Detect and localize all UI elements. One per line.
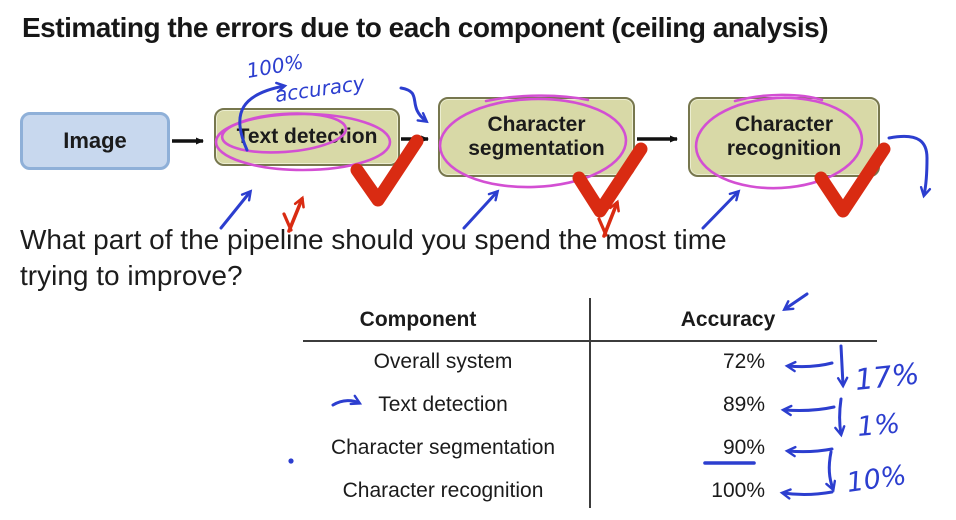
handwriting-delta-1: 1%	[856, 408, 901, 443]
blue-arrow-accuracy-header-icon	[782, 292, 809, 311]
table-header-rule	[303, 340, 877, 342]
question-line-1: What part of the pipeline should you spe…	[20, 224, 727, 255]
table-row-component-character-segmentation: Character segmentation	[330, 436, 556, 459]
handwriting-accuracy-note-word: accuracy	[273, 70, 367, 106]
blue-left-arrow-row-72-icon	[784, 360, 834, 373]
question-line-2: trying to improve?	[20, 260, 243, 291]
blue-left-arrow-row-100-icon	[779, 488, 834, 500]
handwriting-accuracy-note-value: 100%	[245, 49, 305, 83]
blue-stray-dot-icon	[288, 458, 294, 464]
question-text: What part of the pipeline should you spe…	[20, 222, 920, 294]
stage-label-character-recognition: Character recognition	[726, 113, 842, 160]
blue-down-arrow-delta-1-icon	[834, 397, 846, 438]
blue-left-arrow-row-90-icon	[784, 445, 834, 458]
table-row-accuracy-overall-system: 72%	[722, 350, 765, 373]
blue-hook-arrow-right-icon	[887, 134, 932, 199]
handwriting-delta-10: 10%	[845, 460, 909, 499]
table-row-accuracy-text-detection: 89%	[722, 393, 765, 416]
stage-label-image: Image	[63, 127, 127, 153]
table-row-accuracy-character-segmentation: 90%	[722, 436, 765, 459]
table-header-accuracy: Accuracy	[680, 308, 776, 331]
table-row-component-overall-system: Overall system	[373, 350, 513, 373]
slide-title: Estimating the errors due to each compon…	[22, 12, 829, 43]
stage-label-text-detection: Text detection	[236, 125, 378, 149]
table-row-component-character-recognition: Character recognition	[342, 479, 544, 502]
table-column-divider	[589, 298, 591, 508]
blue-left-arrow-row-89-icon	[780, 404, 836, 417]
pipeline-stage-character-segmentation: Character segmentation	[438, 97, 635, 177]
stage-label-character-segmentation: Character segmentation	[468, 113, 605, 160]
pipeline-stage-character-recognition: Character recognition	[688, 97, 880, 177]
table-row-accuracy-character-recognition: 100%	[711, 479, 765, 502]
blue-down-arrow-delta-10-icon	[825, 450, 837, 493]
table-row-component-text-detection: Text detection	[378, 393, 508, 416]
handwriting-delta-17: 17%	[853, 356, 921, 397]
table-header-component: Component	[359, 308, 477, 331]
blue-squiggle-arrow-to-segmentation-icon	[399, 86, 429, 124]
pipeline-stage-image: Image	[20, 112, 170, 170]
pipeline-stage-text-detection: Text detection	[214, 108, 400, 166]
blue-down-arrow-delta-17-icon	[836, 344, 849, 389]
